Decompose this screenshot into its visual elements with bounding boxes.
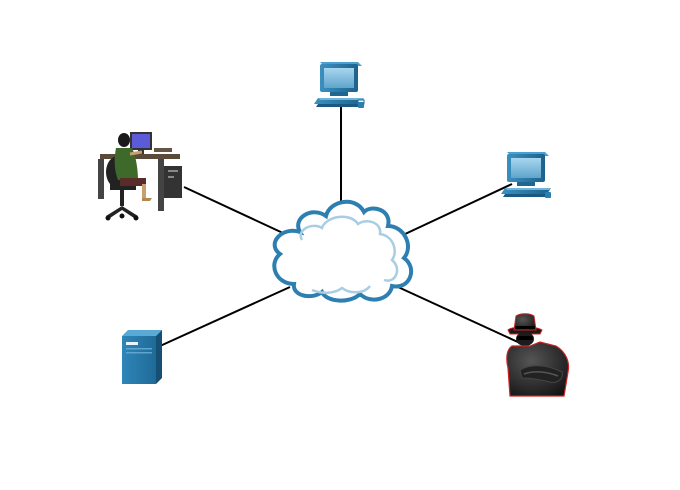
link-pc-right-cloud [387, 183, 513, 243]
links [159, 106, 521, 347]
link-server-cloud [159, 286, 291, 347]
link-attacker-cloud [397, 286, 521, 344]
user-at-desk-icon[interactable] [98, 132, 182, 221]
cloud-icon[interactable] [272, 200, 414, 303]
server-icon[interactable] [122, 330, 162, 384]
desktop-pc-icon[interactable] [314, 62, 365, 108]
hacker-spy-icon[interactable] [506, 313, 570, 397]
desktop-pc-icon[interactable] [501, 152, 551, 198]
link-user-cloud [183, 186, 299, 241]
